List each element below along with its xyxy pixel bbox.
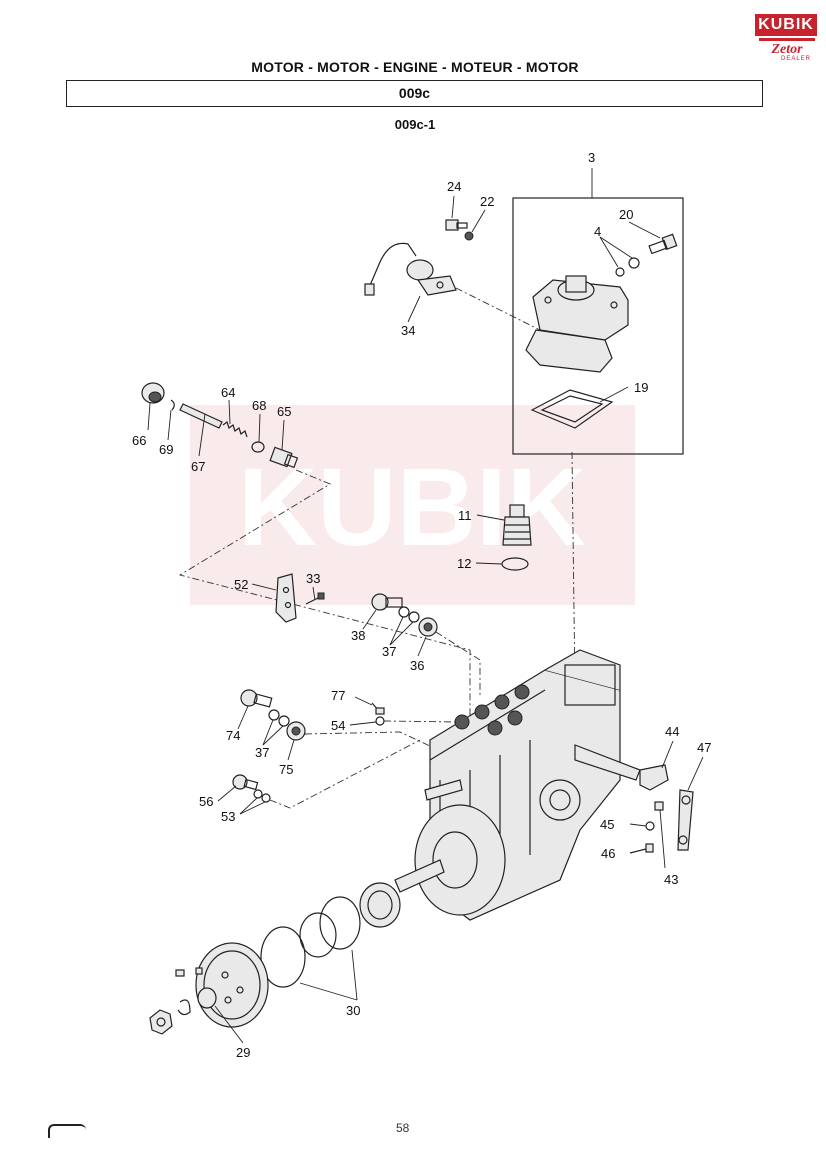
label-19: 19 [634, 380, 648, 395]
part-29-washer [197, 987, 217, 1009]
part-30-ring-b [299, 912, 337, 958]
label-69: 69 [159, 442, 173, 457]
dashed-line-53 [269, 739, 421, 809]
part-3-valve-housing [525, 275, 629, 373]
label-52: 52 [234, 577, 248, 592]
part-29-gear [195, 942, 269, 1028]
part-44-lever [639, 764, 669, 791]
watermark-text: KUBIK [238, 446, 586, 569]
part-33-screw [305, 592, 325, 605]
part-37-washer-a [398, 606, 410, 618]
label-11: 11 [458, 508, 472, 523]
part-74-banjo-bolt [240, 689, 273, 708]
part-34-sensor [364, 242, 457, 296]
label-29: 29 [236, 1045, 250, 1060]
part-67-pin [179, 403, 223, 429]
part-20-bolt [648, 233, 678, 255]
part-24-bolt [445, 219, 468, 231]
part-37-washer-b [408, 611, 420, 623]
section-code-box: 009c [66, 80, 763, 107]
part-53-washer-a [253, 789, 263, 799]
part-53-washer-b [261, 793, 271, 803]
part-54-washer [375, 716, 385, 726]
label-33: 33 [306, 571, 320, 586]
part-36-connector [418, 617, 438, 637]
part-77-screw [371, 702, 385, 715]
part-56-bolt [232, 774, 259, 791]
diagram-subcode: 009c-1 [394, 117, 436, 132]
dashed-line-center [571, 451, 576, 691]
part-38-banjo-bolt [371, 593, 403, 611]
part-30-ring-a [319, 896, 361, 950]
label-37-a: 37 [382, 644, 396, 659]
label-53: 53 [221, 809, 235, 824]
label-77: 77 [331, 688, 345, 703]
label-43: 43 [664, 872, 678, 887]
part-65-plug [269, 446, 299, 469]
part-37-washer-c [268, 709, 280, 721]
label-45: 45 [600, 817, 614, 832]
part-bearing [359, 882, 401, 928]
dashed-line-36 [435, 631, 481, 695]
page-title: MOTOR - MOTOR - ENGINE - MOTEUR - MOTOR [251, 59, 579, 75]
label-56: 56 [199, 794, 213, 809]
label-20: 20 [619, 207, 633, 222]
part-4-washer-b [615, 267, 625, 277]
label-65: 65 [277, 404, 291, 419]
logo-zetor: Zetor [759, 38, 815, 59]
part-75-connector [286, 721, 306, 741]
kubik-zetor-logo: KUBIK Zetor DEALER [755, 14, 817, 70]
label-36: 36 [410, 658, 424, 673]
label-67: 67 [191, 459, 205, 474]
part-nut [149, 1009, 173, 1035]
assembly-box [512, 197, 684, 455]
label-66: 66 [132, 433, 146, 448]
part-69-clip [170, 399, 175, 411]
injection-pump-body [394, 649, 641, 921]
part-30-ring-c [260, 926, 306, 988]
part-37-washer-d [278, 715, 290, 727]
label-24: 24 [447, 179, 461, 194]
part-4-washer-a [628, 257, 640, 269]
dashed-line-65 [178, 469, 471, 720]
label-4: 4 [594, 224, 601, 239]
label-3: 3 [588, 150, 595, 165]
part-47-arm [677, 789, 694, 851]
label-37-b: 37 [255, 745, 269, 760]
label-74: 74 [226, 728, 240, 743]
label-46: 46 [601, 846, 615, 861]
label-44: 44 [665, 724, 679, 739]
part-64-spring [222, 421, 248, 438]
label-47: 47 [697, 740, 711, 755]
part-68-ring [251, 441, 265, 453]
part-45-washer [645, 821, 655, 831]
label-38: 38 [351, 628, 365, 643]
part-19-gasket [530, 389, 614, 429]
label-34: 34 [401, 323, 415, 338]
label-75: 75 [279, 762, 293, 777]
part-43-bolt [654, 801, 666, 869]
logo-brand: KUBIK [755, 14, 817, 36]
part-46-screw [629, 843, 654, 854]
label-22: 22 [480, 194, 494, 209]
page-number: 58 [396, 1121, 410, 1135]
part-22-washer [464, 231, 474, 241]
label-12: 12 [457, 556, 471, 571]
part-66-cap [141, 382, 165, 404]
logo-dealer: DEALER [781, 56, 812, 62]
part-clip [177, 999, 191, 1016]
label-68: 68 [252, 398, 266, 413]
part-labels: 3 24 22 20 4 34 19 64 68 65 66 69 67 11 … [132, 150, 711, 1060]
label-64: 64 [221, 385, 235, 400]
watermark: KUBIK [190, 405, 635, 605]
part-screw [175, 967, 203, 977]
label-54: 54 [331, 718, 345, 733]
part-11-fitting [502, 504, 532, 546]
part-52-bracket [275, 573, 297, 623]
label-30: 30 [346, 1003, 360, 1018]
footer-mark [48, 1124, 86, 1138]
